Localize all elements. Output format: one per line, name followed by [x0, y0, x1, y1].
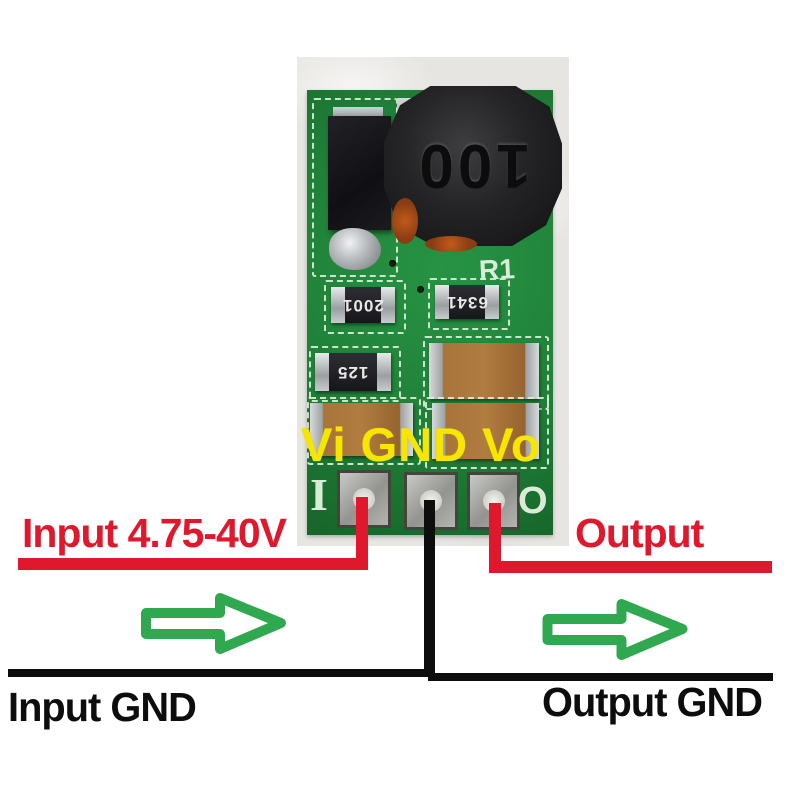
- ceramic-capacitor: [310, 403, 413, 456]
- resistor-silkscreen-outline: [309, 346, 401, 402]
- resistor-value-label: 125: [337, 363, 369, 382]
- output-flow-arrow-icon: [542, 599, 688, 660]
- ceramic-capacitor: [432, 403, 539, 459]
- inductor-copper-winding-bottom: [425, 236, 477, 252]
- gnd-bus-right: [428, 673, 773, 681]
- smd-resistor: 6341: [435, 285, 499, 319]
- pad-mark-input: I: [310, 469, 328, 520]
- resistor-silkscreen-outline: [428, 278, 510, 330]
- smd-resistor: 2001: [331, 287, 395, 323]
- input-voltage-label: Input 4.75-40V: [22, 510, 287, 556]
- via-hole: [389, 260, 396, 267]
- resistor-value-label: 2001: [342, 296, 384, 315]
- product-photo-background: 100 R1 2001 6341 125: [297, 57, 569, 546]
- input-wire-horizontal: [18, 558, 368, 570]
- solder-blob: [329, 228, 381, 270]
- via-hole: [417, 286, 424, 293]
- resistor-silkscreen-outline: [324, 280, 406, 334]
- input-flow-arrow-icon: [141, 593, 286, 654]
- gnd-bus-left: [8, 669, 428, 677]
- output-gnd-label: Output GND: [542, 679, 763, 725]
- capacitor-silkscreen-outline: [307, 397, 421, 465]
- gnd-wire-vertical: [424, 500, 435, 677]
- dc-dc-converter-board: 100 R1 2001 6341 125: [307, 86, 562, 535]
- pad-mark-output: O: [518, 480, 548, 522]
- ceramic-capacitor: [429, 343, 539, 399]
- input-gnd-label: Input GND: [8, 684, 197, 730]
- output-wire-horizontal: [489, 561, 772, 573]
- output-wire-vertical: [489, 503, 501, 573]
- resistor-value-label: 6341: [446, 293, 488, 312]
- input-wire-vertical: [356, 497, 368, 570]
- inductor-copper-winding: [392, 198, 418, 244]
- regulator-ic: [328, 116, 391, 230]
- smd-resistor: 125: [315, 353, 391, 391]
- output-label: Output: [575, 510, 704, 556]
- pinout-overlay-label: Vi GND Vo: [301, 418, 541, 471]
- capacitor-silkscreen-outline: [425, 397, 549, 469]
